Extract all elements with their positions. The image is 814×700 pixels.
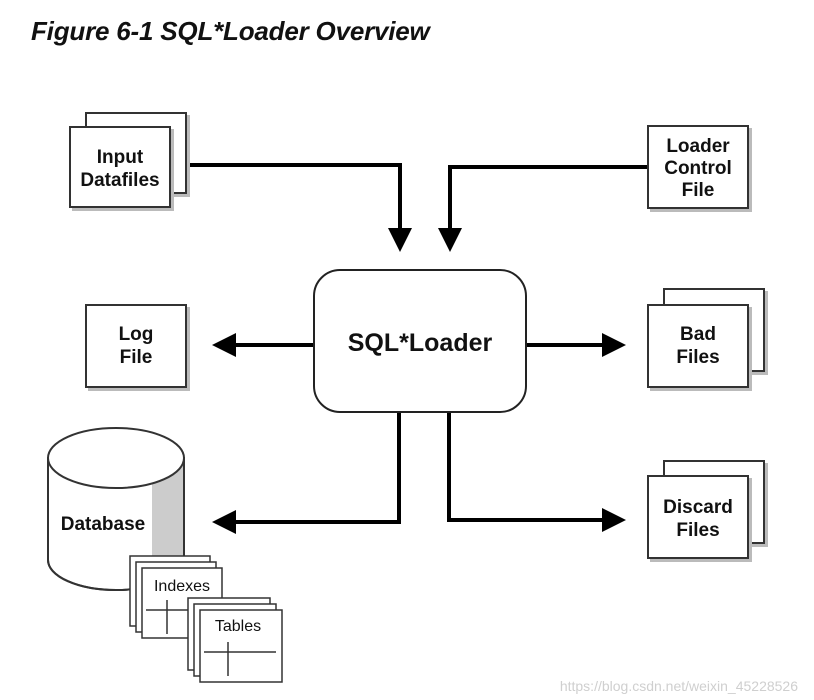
sql-loader-node: SQL*Loader [313,269,527,413]
log-file-label-line2: File [120,347,153,368]
discard-files-label-line2: Files [676,520,719,541]
input-datafiles-label-line2: Datafiles [80,170,159,191]
indexes-label: Indexes [154,578,210,595]
database-label: Database [61,514,146,535]
log-file-label-line1: Log [119,324,154,345]
discard-files-label-line1: Discard [663,497,733,518]
input-datafiles-label-line1: Input [97,147,144,168]
control-file-label-line2: Control [664,158,732,179]
discard-files-node: Discard Files [647,460,765,559]
tables-stack: Tables [187,597,283,683]
connectors [190,163,648,534]
tables-label: Tables [215,618,261,635]
arrow-control-to-loader [438,165,648,252]
bad-files-node: Bad Files [647,288,765,388]
sql-loader-label: SQL*Loader [348,329,493,357]
bad-files-label-line1: Bad [680,324,716,345]
log-file-node: Log File [85,304,187,388]
control-file-label-line3: File [682,180,715,201]
watermark-text: https://blog.csdn.net/weixin_45228526 [559,678,798,694]
arrow-loader-to-discard [447,413,626,532]
arrow-input-to-loader [190,163,412,252]
bad-files-label-line2: Files [676,347,719,368]
control-file-label-line1: Loader [666,136,730,157]
input-datafiles-node: Input Datafiles [69,112,187,208]
arrow-loader-to-database [212,413,401,534]
loader-control-file-node: Loader Control File [647,125,749,209]
figure-title: Figure 6-1 SQL*Loader Overview [31,16,430,46]
